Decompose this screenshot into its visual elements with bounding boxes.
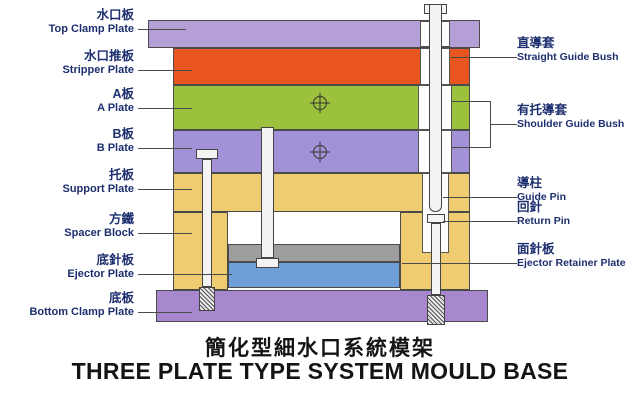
- plate-ejector: [228, 262, 400, 288]
- diagram-title-en: THREE PLATE TYPE SYSTEM MOULD BASE: [71, 358, 569, 384]
- plate-ejector-retainer: [228, 244, 400, 262]
- label-en: A Plate: [97, 101, 134, 114]
- leader-shoulder-bush-lower: [452, 147, 490, 148]
- return-pin: [431, 223, 441, 295]
- diagram-title-zh: 簡化型細水口系統模架: [205, 337, 435, 360]
- leader-support: [138, 189, 192, 190]
- leader-bottom-clamp: [138, 312, 192, 313]
- screw-hole-mark-icon: [313, 145, 327, 159]
- left-bolt-thread: [199, 287, 215, 311]
- label-top-clamp-plate: 水口板 Top Clamp Plate: [8, 8, 134, 36]
- screw-hole-mark-icon: [313, 96, 327, 110]
- label-en: Ejector Retainer Plate: [517, 256, 626, 269]
- leader-ejector: [138, 274, 232, 275]
- leader-guide-pin: [443, 197, 517, 198]
- leader-return-pin: [443, 221, 517, 222]
- label-zh: 水口推板: [83, 49, 134, 63]
- leader-shoulder-bush: [490, 124, 517, 125]
- label-support-plate: 托板 Support Plate: [8, 168, 134, 196]
- label-en: Shoulder Guide Bush: [517, 117, 625, 130]
- label-en: Straight Guide Bush: [517, 50, 619, 63]
- label-zh: 方鐵: [108, 212, 134, 226]
- label-zh: 面針板: [517, 242, 555, 256]
- left-bolt-head: [196, 149, 218, 159]
- guide-pin: [429, 4, 442, 212]
- label-bottom-clamp-plate: 底板 Bottom Clamp Plate: [8, 291, 134, 319]
- return-pin-thread: [427, 295, 445, 325]
- center-pin-foot: [256, 258, 279, 268]
- label-en: Bottom Clamp Plate: [29, 305, 134, 318]
- leader-b-plate: [138, 148, 192, 149]
- leader-straight-bush: [451, 57, 517, 58]
- label-straight-guide-bush: 直導套 Straight Guide Bush: [517, 36, 637, 63]
- label-zh: 底針板: [96, 253, 134, 267]
- label-zh: B板: [112, 127, 134, 141]
- label-zh: 托板: [108, 168, 134, 182]
- label-zh: 有托導套: [517, 103, 568, 117]
- label-en: Spacer Block: [64, 226, 134, 239]
- center-pin: [261, 127, 274, 258]
- label-zh: 底板: [108, 291, 134, 305]
- label-en: Support Plate: [62, 182, 134, 195]
- leader-a-plate: [138, 108, 192, 109]
- left-bolt: [202, 159, 212, 287]
- label-zh: 水口板: [96, 8, 134, 22]
- label-spacer-block: 方鐵 Spacer Block: [8, 212, 134, 240]
- label-en: B Plate: [96, 141, 134, 154]
- leader-spacer: [138, 233, 192, 234]
- label-en: Guide Pin: [517, 190, 567, 203]
- leader-retainer: [402, 263, 517, 264]
- label-zh: 直導套: [517, 36, 555, 50]
- leader-stripper: [138, 70, 192, 71]
- label-b-plate: B板 B Plate: [8, 127, 134, 155]
- leader-top-clamp: [138, 29, 186, 30]
- label-en: Stripper Plate: [62, 63, 134, 76]
- label-en: Return Pin: [517, 214, 571, 227]
- label-ejector-plate: 底針板 Ejector Plate: [8, 253, 134, 281]
- label-en: Top Clamp Plate: [48, 22, 134, 35]
- label-zh: A板: [112, 87, 134, 101]
- label-shoulder-guide-bush: 有托導套 Shoulder Guide Bush: [517, 103, 637, 130]
- label-zh: 回針: [517, 200, 543, 214]
- label-a-plate: A板 A Plate: [8, 87, 134, 115]
- spacer-block-left: [173, 212, 228, 290]
- leader-shoulder-bush-upper: [452, 101, 490, 102]
- label-ejector-retainer-plate: 面針板 Ejector Retainer Plate: [517, 242, 639, 269]
- label-zh: 導柱: [517, 176, 543, 190]
- return-pin-head: [427, 214, 445, 223]
- plate-support: [173, 173, 470, 212]
- label-guide-pin: 導柱 Guide Pin: [517, 176, 637, 203]
- label-en: Ejector Plate: [67, 267, 134, 280]
- label-stripper-plate: 水口推板 Stripper Plate: [8, 49, 134, 77]
- label-return-pin: 回針 Return Pin: [517, 200, 637, 227]
